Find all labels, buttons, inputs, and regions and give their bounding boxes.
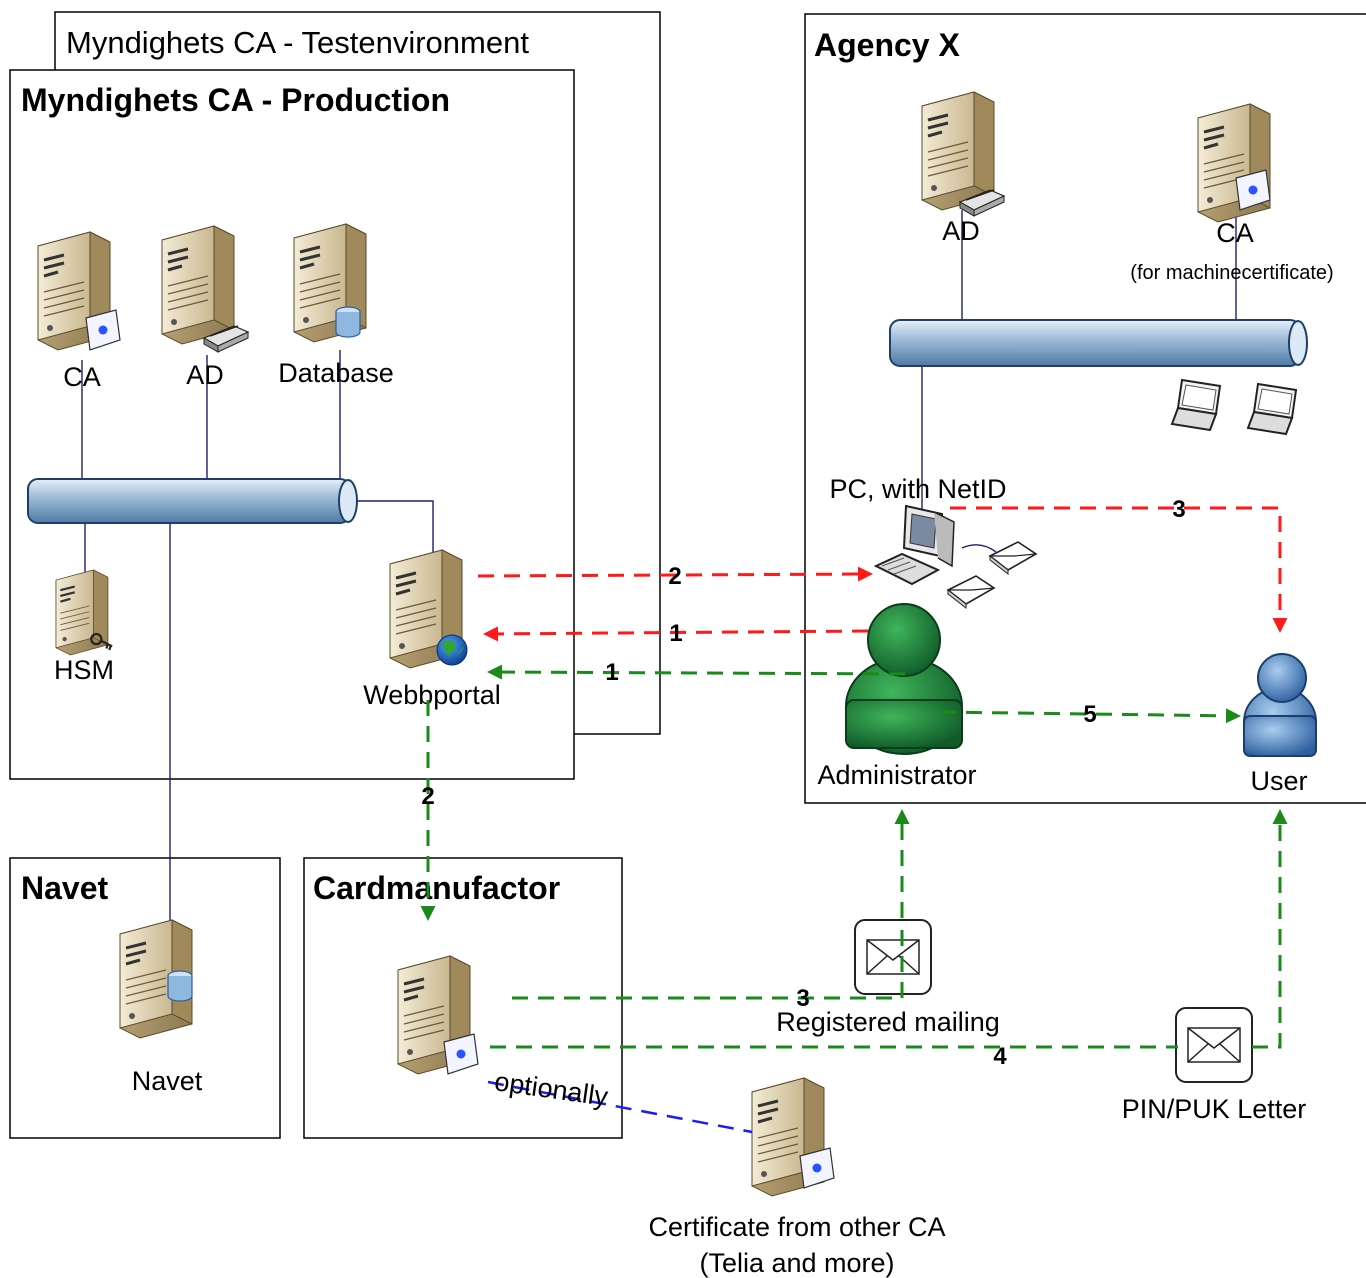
green-flow-3-line <box>512 920 904 1000</box>
red-flow-3-arrow <box>950 506 1288 633</box>
agency-ca-label: CA <box>1216 218 1254 248</box>
red-flow-3-label: 3 <box>1172 496 1185 523</box>
administrator-icon <box>845 603 963 755</box>
navet-server-icon <box>118 918 194 1040</box>
registered-mailing-envelope-icon <box>854 919 932 995</box>
user-label: User <box>1250 766 1307 796</box>
hsm-label: HSM <box>54 655 114 685</box>
red-flow-2-arrow <box>477 566 873 582</box>
red-flow-1-label: 1 <box>669 620 682 647</box>
production-title: Myndighets CA - Production <box>21 82 450 118</box>
prod-ca-server-icon <box>36 230 121 352</box>
agency-title: Agency X <box>814 27 960 63</box>
user-icon <box>1243 653 1317 757</box>
other-ca-label-line2: (Telia and more) <box>699 1248 894 1278</box>
green-flow-5-arrow <box>939 708 1241 724</box>
other-ca-server-icon <box>750 1076 835 1198</box>
production-box <box>9 69 575 780</box>
red-flow-1-arrow <box>483 626 869 642</box>
green-flow-1-arrow <box>487 664 906 680</box>
agency-ca-note: (for machinecertificate) <box>1130 262 1333 284</box>
cardmanufactor-title: Cardmanufactor <box>313 870 560 906</box>
agency-ad-server-icon <box>920 90 1005 217</box>
pc-icon <box>873 504 955 586</box>
administrator-label: Administrator <box>817 760 976 790</box>
pin-puk-label: PIN/PUK Letter <box>1122 1094 1307 1124</box>
agency-ca-server-icon <box>1196 102 1272 224</box>
pin-puk-envelope-icon <box>1175 1007 1253 1083</box>
prod-ad-label: AD <box>186 360 224 390</box>
globe-icon <box>436 634 468 666</box>
green-flow-4-arrow <box>1252 809 1288 1049</box>
hsm-server-icon <box>54 568 113 657</box>
production-network-bus <box>27 478 358 524</box>
webbportal-label: Webbportal <box>363 680 501 710</box>
other-ca-label-line1: Certificate from other CA <box>648 1212 945 1242</box>
testenvironment-title: Myndighets CA - Testenvironment <box>66 25 529 60</box>
webbportal-server-icon <box>388 548 468 670</box>
green-flow-1-label: 1 <box>605 659 618 686</box>
registered-mailing-label: Registered mailing <box>776 1007 1000 1037</box>
prod-ca-label: CA <box>63 362 101 392</box>
cardmanufactor-server-icon <box>396 954 479 1076</box>
pc-label: PC, with NetID <box>829 474 1006 504</box>
agency-ad-label: AD <box>942 216 980 246</box>
navet-server-label: Navet <box>132 1066 203 1096</box>
green-flow-4-label: 4 <box>993 1043 1007 1070</box>
pc-mail-link <box>961 544 997 553</box>
agency-network-bus <box>889 319 1308 367</box>
blue-optional-link <box>487 1080 753 1134</box>
prod-database-server-icon <box>292 222 368 344</box>
green-flow-3-label: 3 <box>796 985 809 1012</box>
navet-title: Navet <box>21 870 109 906</box>
green-flow-5-label: 5 <box>1083 701 1096 728</box>
red-flow-2-label: 2 <box>668 563 681 590</box>
green-flow-2-label: 2 <box>421 783 434 810</box>
prod-database-label: Database <box>278 358 394 388</box>
